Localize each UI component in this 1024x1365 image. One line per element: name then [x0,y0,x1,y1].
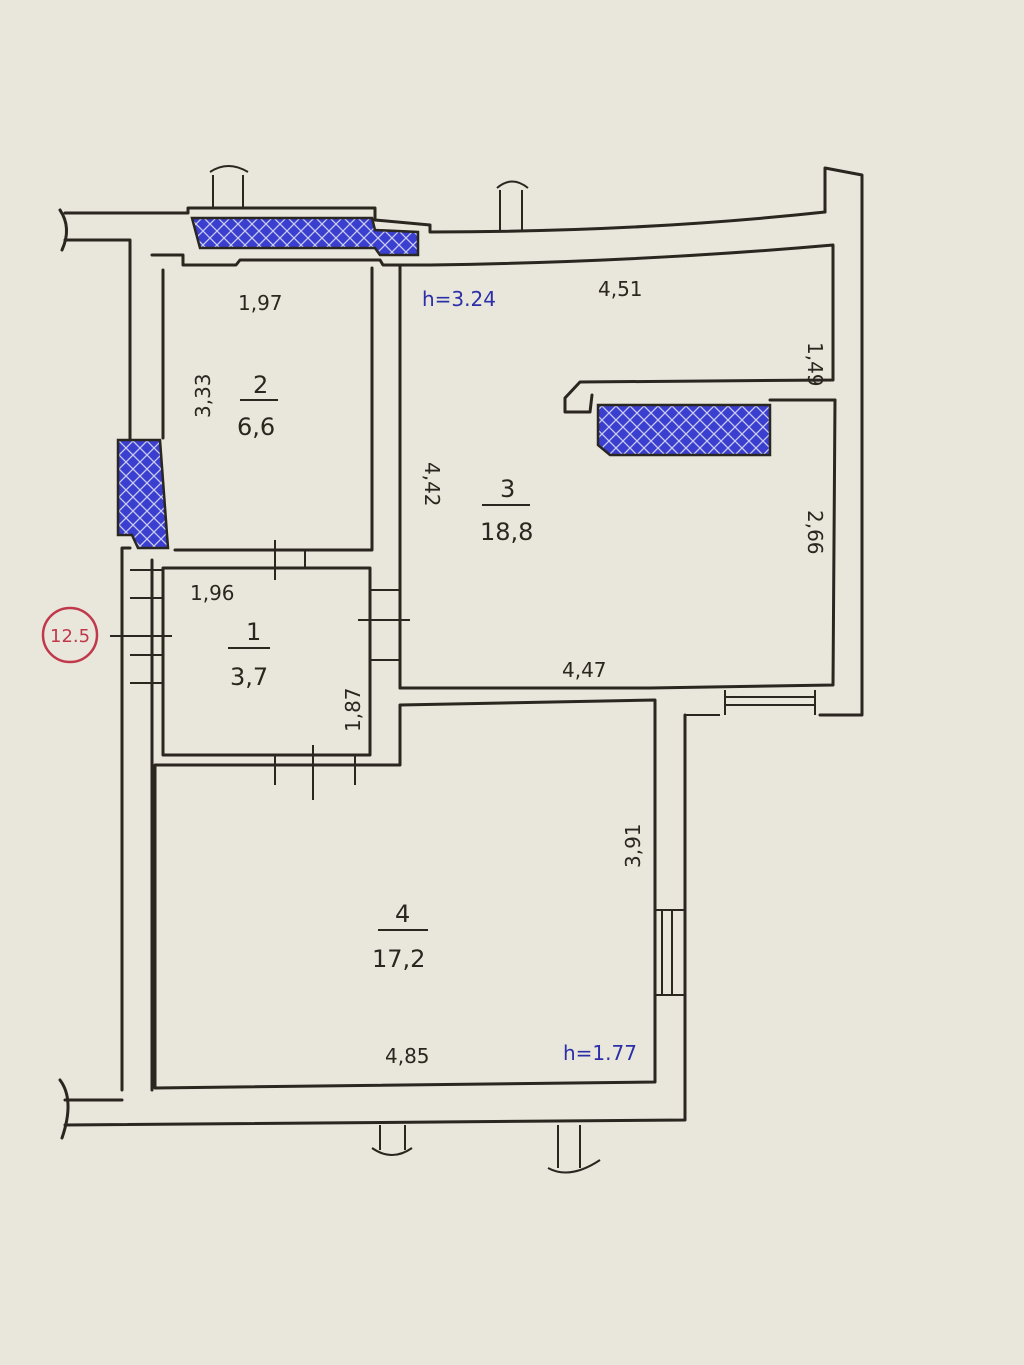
room3-left: 4,42 [420,462,444,507]
room3-number: 3 [500,475,515,503]
room4-number: 4 [395,900,410,928]
room3-area: 18,8 [480,518,533,546]
chimney-left [116,438,170,550]
labels: 1,97 3,33 2 6,6 h=3.24 4,51 1,49 2,66 4,… [41,277,827,1068]
room2-area: 6,6 [237,413,275,441]
room3-right-lower: 2,66 [803,510,827,555]
hatched-blocks [116,216,772,550]
chimney-top [190,216,420,257]
room2-height: 3,33 [191,373,215,418]
room4-bottom: 4,85 [385,1044,430,1068]
room3-right-upper: 1,49 [803,342,827,387]
chimney-right [596,403,772,457]
ceiling-height-bottom: h=1.77 [563,1041,637,1065]
room1-height: 1,87 [341,687,365,732]
ceiling-height-top: h=3.24 [422,287,496,311]
room3-bottom: 4,47 [562,658,607,682]
room1-width: 1,96 [190,581,235,605]
room1-area: 3,7 [230,663,268,691]
room3-top: 4,51 [598,277,643,301]
apartment-marker: 12.5 [50,626,90,647]
room4-area: 17,2 [372,945,425,973]
room1-number: 1 [246,618,261,646]
room4-right: 3,91 [621,823,645,868]
room2-number: 2 [253,371,268,399]
walls [58,165,864,1174]
room2-width: 1,97 [238,291,283,315]
